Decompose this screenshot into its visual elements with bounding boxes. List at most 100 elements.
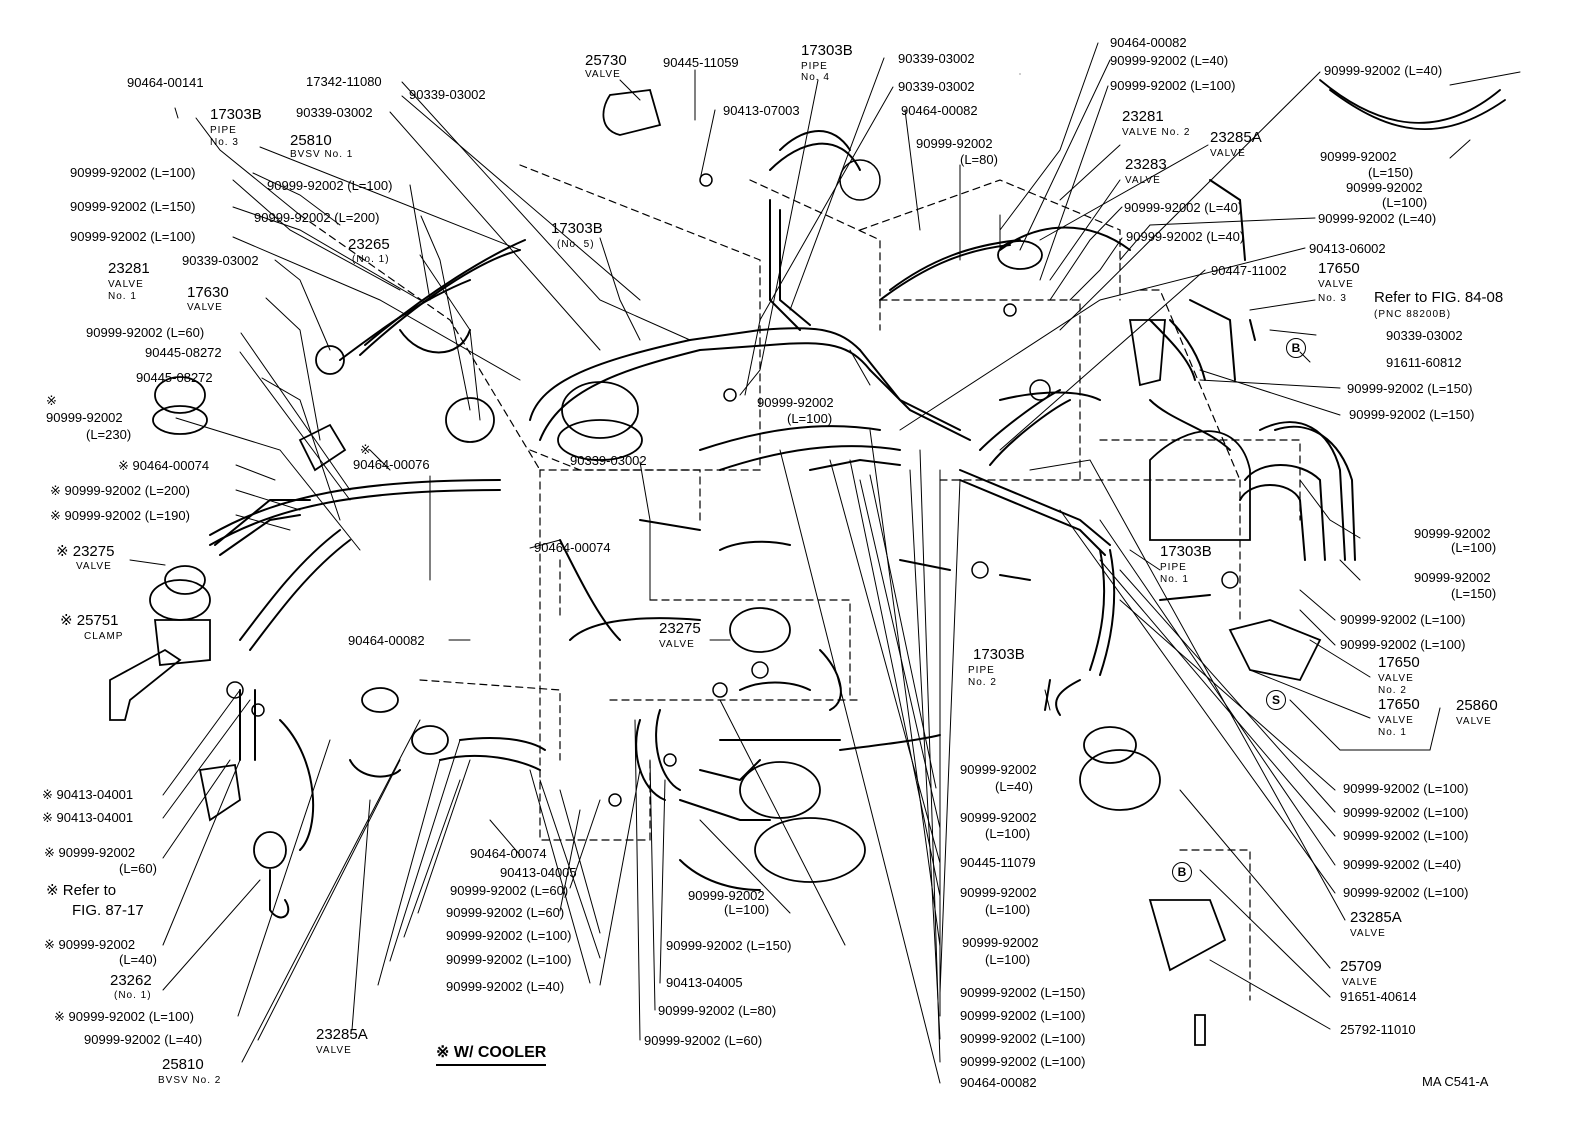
- label-90999-92002-l100: 90999-92002 (L=100): [960, 1054, 1086, 1069]
- valve-bodies: [109, 79, 1506, 1046]
- label-23275: ※ 23275: [56, 543, 115, 560]
- label-l100: (L=100): [1382, 195, 1428, 210]
- label-valve: VALVE: [187, 302, 223, 313]
- label-90999-92002-l100: 90999-92002: [1414, 526, 1491, 541]
- label-valve: VALVE: [108, 279, 144, 290]
- label-90999-92002-l100: 90999-92002 (L=100): [70, 165, 196, 180]
- label-l100: (L=100): [787, 411, 833, 426]
- fittings: [226, 159, 1239, 807]
- label-90999-92002-l100: 90999-92002 (L=100): [446, 928, 572, 943]
- label-cooler-mark: ※: [360, 442, 371, 457]
- label-90999-92002-l100: 90999-92002 (L=100): [1340, 637, 1466, 652]
- label-pipe: PIPE: [210, 125, 237, 136]
- label-23283: 23283: [1125, 156, 1167, 173]
- label-cooler-mark: ※: [46, 393, 57, 408]
- label-90999-92002-l100: 90999-92002 (L=100): [960, 1008, 1086, 1023]
- marker-b-bottom: B: [1172, 862, 1192, 882]
- label-90999-92002-l100: 90999-92002 (L=100): [1343, 805, 1469, 820]
- label-90999-92002-l60: 90999-92002 (L=60): [644, 1033, 763, 1048]
- label-no1: (No. 1): [114, 990, 152, 1001]
- label-90339-03002: 90339-03002: [182, 253, 259, 268]
- label-90445-11059: 90445-11059: [663, 55, 739, 70]
- label-23275: 23275: [659, 620, 701, 637]
- label-pnc-88200b: (PNC 88200B): [1374, 309, 1452, 320]
- label-l80: (L=80): [960, 152, 998, 167]
- label-25751-clamp: ※ 25751: [60, 612, 119, 629]
- label-valve: VALVE: [1125, 175, 1161, 186]
- label-90999-92002-l100: 90999-92002 (L=100): [960, 1031, 1086, 1046]
- label-no2: No. 2: [1378, 685, 1407, 696]
- label-25860: 25860: [1456, 697, 1498, 714]
- label-90999-92002-l100: 90999-92002 (L=100): [1343, 885, 1469, 900]
- label-90999-92002-l60: 90999-92002 (L=60): [450, 883, 569, 898]
- label-23285a: 23285A: [1350, 909, 1402, 926]
- label-no1: (No. 1): [352, 254, 390, 265]
- label-90999-92002-l150: 90999-92002 (L=150): [1347, 381, 1473, 396]
- label-25709: 25709: [1340, 958, 1382, 975]
- label-90445-08272: 90445-08272: [136, 370, 213, 385]
- label-clamp: CLAMP: [84, 631, 124, 642]
- label-l100: (L=100): [985, 952, 1031, 967]
- label-valve: VALVE: [1378, 673, 1414, 684]
- label-23265: 23265: [348, 236, 390, 253]
- label-23262: 23262: [110, 972, 152, 989]
- label-fig-87-17: FIG. 87-17: [72, 902, 144, 919]
- label-90464-00074: 90464-00074: [534, 540, 611, 555]
- label-no3: No. 3: [210, 137, 239, 148]
- label-l60: (L=60): [119, 861, 157, 876]
- label-90999-92002-l40: ※ 90999-92002: [44, 937, 136, 952]
- label-no3: No. 3: [1318, 293, 1347, 304]
- label-90464-00082: 90464-00082: [348, 633, 425, 648]
- label-90413-06002: 90413-06002: [1309, 241, 1386, 256]
- label-17303b-pipe-no2: 17303B: [973, 646, 1025, 663]
- label-90999-92002-l80: 90999-92002 (L=80): [658, 1003, 777, 1018]
- label-90999-92002-l40: 90999-92002: [960, 762, 1037, 777]
- label-90464-00074: 90464-00074: [470, 846, 547, 861]
- label-90999-92002-l100: 90999-92002: [960, 810, 1037, 825]
- label-17303b-pipe-no1: 17303B: [1160, 543, 1212, 560]
- label-90999-92002-l230: 90999-92002: [46, 410, 123, 425]
- label-90999-92002-l40: 90999-92002 (L=40): [1124, 200, 1243, 215]
- label-no1: No. 1: [108, 291, 137, 302]
- label-90445-11079: 90445-11079: [960, 855, 1036, 870]
- label-90413-04001: ※ 90413-04001: [42, 787, 134, 802]
- phantom-outline: [299, 164, 1301, 1001]
- label-90413-07003: 90413-07003: [723, 103, 800, 118]
- label-90999-92002-l100: 90999-92002 (L=100): [446, 952, 572, 967]
- label-l230: (L=230): [86, 427, 132, 442]
- label-valve: VALVE: [585, 69, 621, 80]
- label-90999-92002-l40: 90999-92002 (L=40): [1126, 229, 1245, 244]
- label-90464-00141: 90464-00141: [127, 75, 204, 90]
- label-90464-00082: 90464-00082: [901, 103, 978, 118]
- label-90999-92002-l40: 90999-92002 (L=40): [84, 1032, 203, 1047]
- label-refer-fig-87-17: ※ Refer to: [46, 882, 117, 899]
- label-90999-92002-l150: 90999-92002: [1320, 149, 1397, 164]
- label-90999-92002-l100: 90999-92002 (L=100): [267, 178, 393, 193]
- label-90464-00074: ※ 90464-00074: [118, 458, 210, 473]
- label-90999-92002-l60: 90999-92002 (L=60): [446, 905, 565, 920]
- label-90999-92002-l150: 90999-92002 (L=150): [1349, 407, 1475, 422]
- label-90999-92002-l100: 90999-92002 (L=100): [1343, 828, 1469, 843]
- label-l40: (L=40): [995, 779, 1033, 794]
- label-17342-11080: 17342-11080: [306, 74, 382, 89]
- marker-b-top: B: [1286, 338, 1306, 358]
- label-23281-valve-no2: 23281: [1122, 108, 1164, 125]
- label-no4: No. 4: [801, 72, 830, 83]
- label-17303b-no5: 17303B: [551, 220, 603, 237]
- label-90999-92002-l40: 90999-92002 (L=40): [446, 979, 565, 994]
- label-90413-04005: 90413-04005: [666, 975, 743, 990]
- label-90999-92002-l100: 90999-92002: [688, 888, 765, 903]
- label-90339-03002: 90339-03002: [296, 105, 373, 120]
- label-valve: VALVE: [76, 561, 112, 572]
- label-90464-00076: 90464-00076: [353, 457, 430, 472]
- label-90999-92002-l150: 90999-92002 (L=150): [666, 938, 792, 953]
- label-90999-92002-l100: 90999-92002 (L=100): [1343, 781, 1469, 796]
- label-l100: (L=100): [985, 826, 1031, 841]
- label-90999-92002-l100: 90999-92002: [962, 935, 1039, 950]
- label-valve: VALVE: [1210, 148, 1246, 159]
- label-90999-92002-l190: ※ 90999-92002 (L=190): [50, 508, 190, 523]
- label-25730: 25730: [585, 52, 627, 69]
- label-valve: VALVE: [1342, 977, 1378, 988]
- label-bvsv-no1: BVSV No. 1: [290, 149, 354, 160]
- label-91651-40614: 91651-40614: [1340, 989, 1417, 1004]
